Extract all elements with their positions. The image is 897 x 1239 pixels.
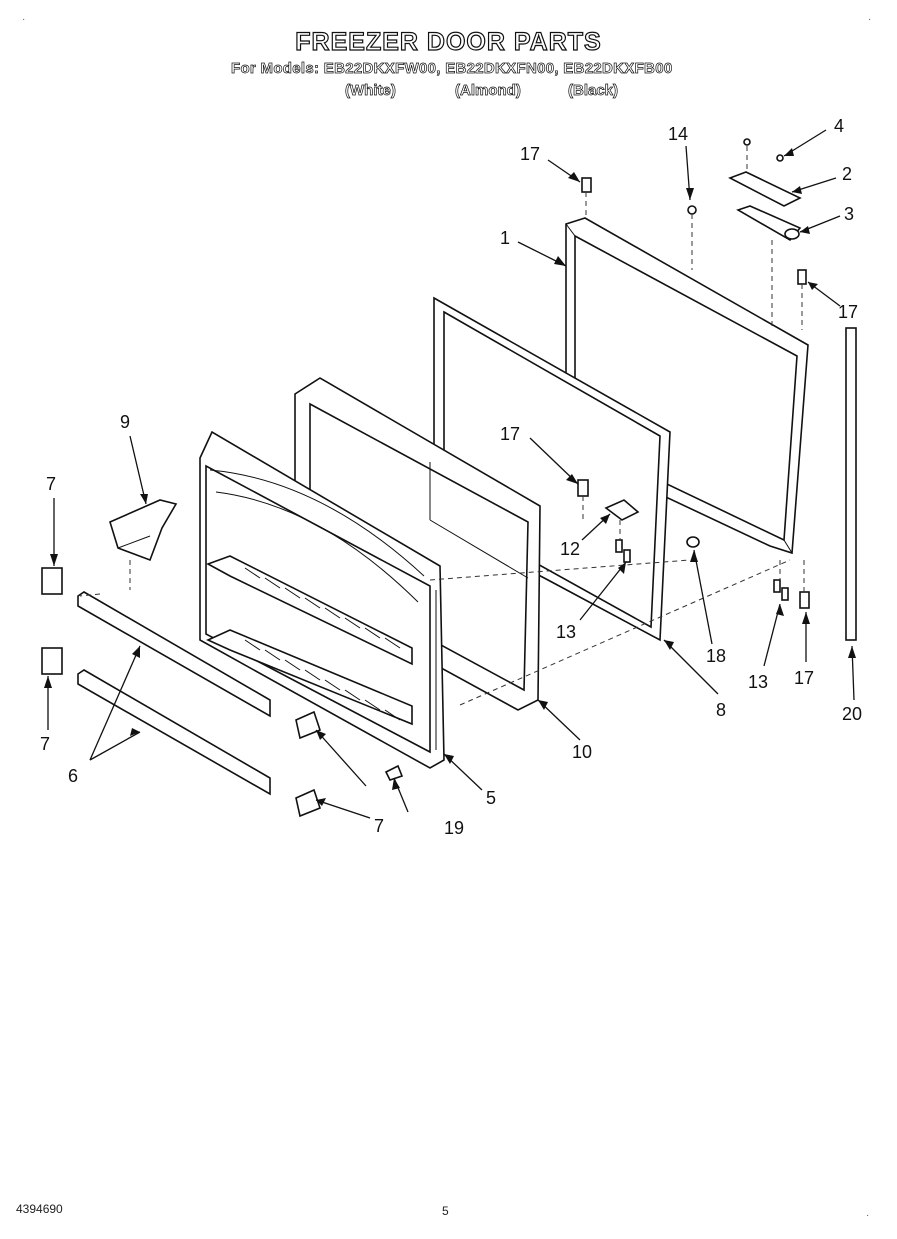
callout-2: 2 [842,164,852,184]
callout-13-middle: 13 [556,622,576,642]
callout-17-right: 17 [838,302,858,322]
part-2-hinge-plate [728,171,802,207]
registration-mark-top-left: · [22,14,26,25]
callout-17-top: 17 [520,144,540,164]
part-20-handle-rod [845,327,857,641]
assembly-guide-lines [79,146,805,706]
callout-arrowheads [44,148,856,806]
part-19-screw [384,764,404,781]
part-8-door-frame [433,296,671,642]
callout-5: 5 [486,788,496,808]
callout-14: 14 [668,124,688,144]
registration-mark-top-right: · [868,14,872,25]
callout-7-upper-left: 7 [46,474,56,494]
callout-12: 12 [560,539,580,559]
callout-7-bottom: 7 [374,816,384,836]
callout-18: 18 [706,646,726,666]
shelf-grille-upper [244,567,401,649]
page-title: FREEZER DOOR PARTS [295,27,602,56]
part-9-dairy-bin [109,499,178,562]
part-6-shelf-bars [77,591,271,796]
part-13-screws [615,539,789,601]
callout-8: 8 [716,700,726,720]
models-line: For Models: EB22DKXFW00, EB22DKXFN00, EB… [231,60,673,78]
variant-almond: (Almond) [455,82,522,100]
callout-10: 10 [572,742,592,762]
callout-13-right: 13 [748,672,768,692]
callout-19: 19 [444,818,464,838]
callout-6: 6 [68,766,78,786]
page-number: 5 [442,1204,449,1218]
registration-mark-bottom-right: · [866,1210,870,1221]
callout-4: 4 [834,116,844,136]
part-5-inner-door-liner [199,430,445,769]
part-3-hinge-bracket [736,205,802,242]
variant-white: (White) [345,82,397,100]
part-12-hinge-bracket [604,499,640,521]
callout-1: 1 [500,228,510,248]
part-4-screw [743,138,784,162]
part-14-plug [687,205,697,215]
callout-7-lower-left: 7 [40,734,50,754]
callout-17-bottom: 17 [794,668,814,688]
part-18-bumper [686,536,700,548]
callout-9: 9 [120,412,130,432]
part-7-end-caps [41,567,321,818]
shelf-grille-lower [244,639,401,721]
document-number: 4394690 [16,1202,63,1216]
callout-20: 20 [842,704,862,724]
variant-black: (Black) [568,82,619,100]
callout-3: 3 [844,204,854,224]
callout-17-middle: 17 [500,424,520,444]
